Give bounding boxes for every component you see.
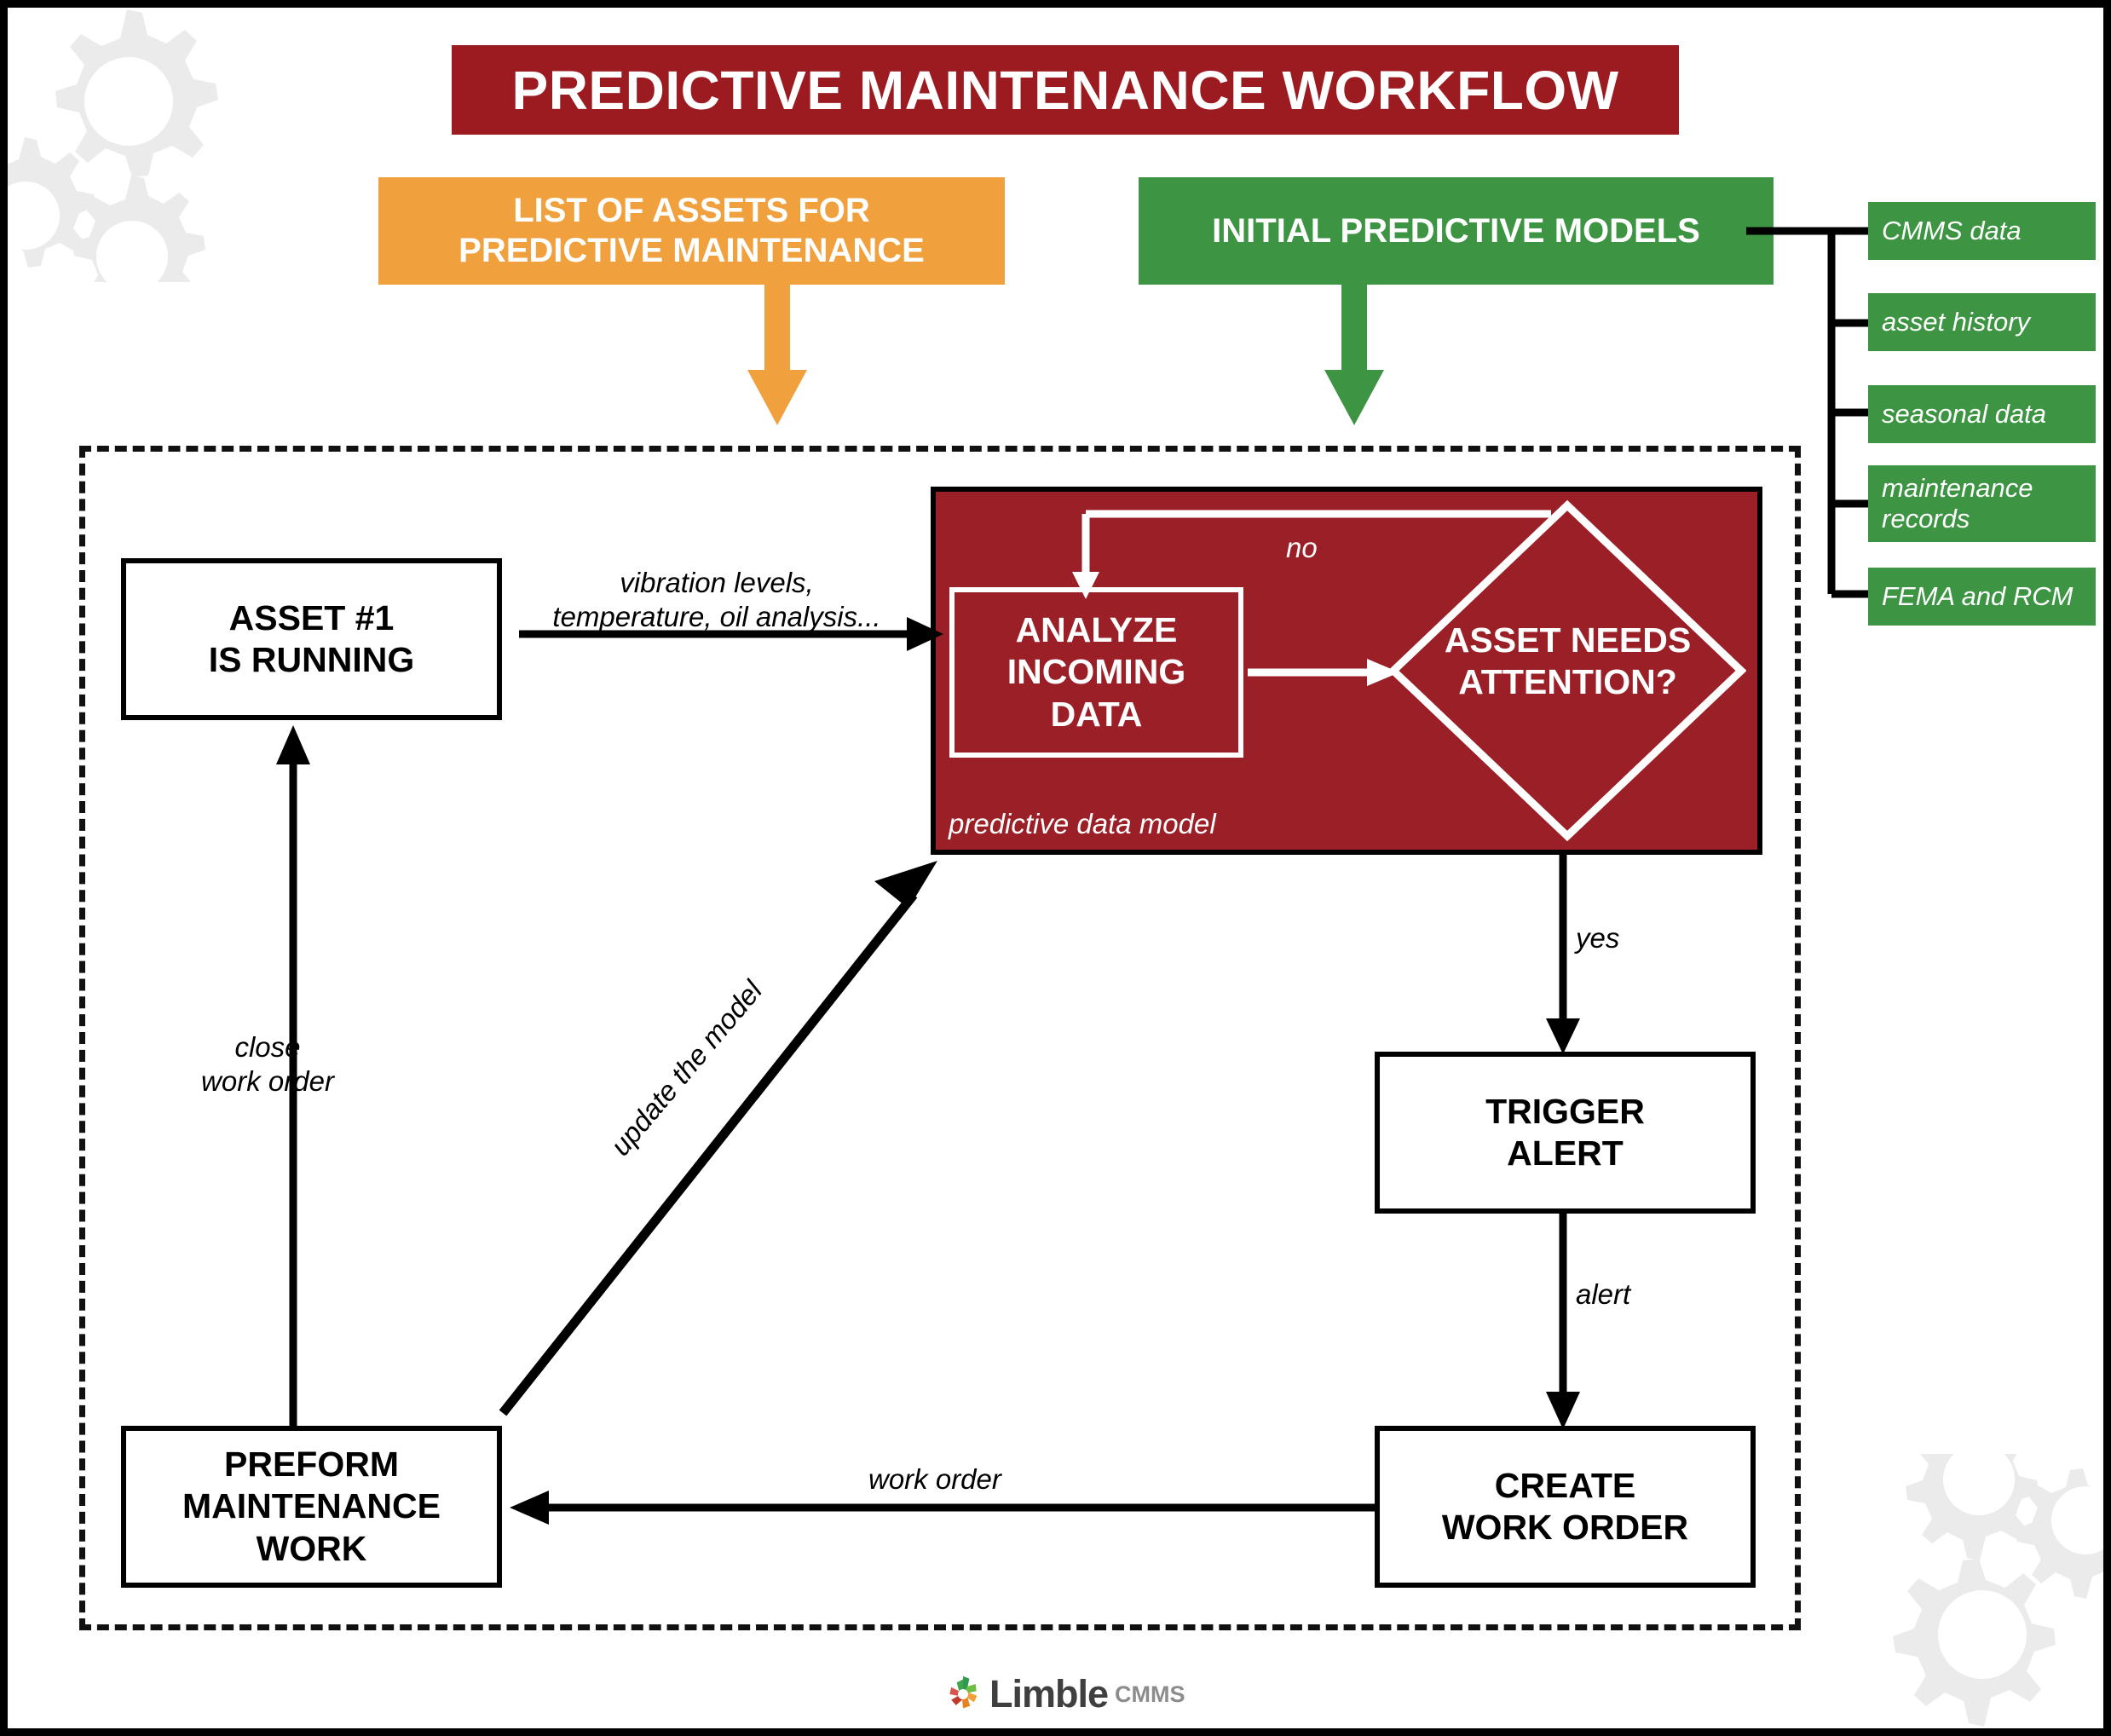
edge-label-sensor-data: vibration levels, temperature, oil analy… (552, 567, 881, 632)
models-down-arrow-icon (1324, 285, 1384, 425)
data-source-label: asset history (1882, 307, 2031, 337)
data-source-box[interactable]: maintenance records (1868, 465, 2096, 542)
data-source-label: maintenance records (1882, 473, 2033, 533)
predictive-models-label: INITIAL PREDICTIVE MODELS (1212, 211, 1700, 250)
update-model-arrow-icon (499, 861, 937, 1416)
assets-list-label: LIST OF ASSETS FOR PREDICTIVE MAINTENANC… (459, 191, 925, 269)
gear-watermark-bottom-right (1893, 1454, 2103, 1727)
data-source-box[interactable]: asset history (1868, 293, 2096, 351)
node-trigger-alert-label: TRIGGER ALERT (1485, 1091, 1645, 1173)
edge-label-alert: alert (1576, 1278, 1631, 1310)
data-source-label: FEMA and RCM (1882, 581, 2074, 612)
decision-diamond-shape (1388, 500, 1746, 841)
limble-logo: Limble CMMS (943, 1672, 1185, 1716)
data-source-box[interactable]: seasonal data (1868, 385, 2096, 443)
page-title-banner: PREDICTIVE MAINTENANCE WORKFLOW (452, 45, 1679, 135)
sensor-data-arrow-icon (519, 617, 943, 651)
assets-list-banner: LIST OF ASSETS FOR PREDICTIVE MAINTENANC… (378, 177, 1005, 285)
yes-arrow-icon (1546, 851, 1580, 1054)
node-preform-maintenance-work-label: PREFORM MAINTENANCE WORK (182, 1445, 441, 1568)
limble-wordmark: Limble (989, 1672, 1109, 1716)
close-work-order-arrow-icon (276, 725, 310, 1431)
node-asset-running[interactable]: ASSET #1 IS RUNNING (121, 558, 502, 720)
edge-label-yes: yes (1576, 922, 1620, 954)
assets-down-arrow-icon (747, 285, 807, 425)
node-analyze-incoming-data-label: ANALYZE INCOMING DATA (1006, 610, 1186, 734)
data-source-label: seasonal data (1882, 399, 2047, 430)
edge-label-work-order: work order (868, 1463, 1001, 1495)
work-order-arrow-icon (510, 1491, 1380, 1525)
limble-gear-icon (949, 1675, 978, 1709)
node-preform-maintenance-work[interactable]: PREFORM MAINTENANCE WORK (121, 1426, 502, 1588)
node-create-work-order-label: CREATE WORK ORDER (1441, 1465, 1689, 1547)
data-sources-connector (1746, 227, 1868, 598)
workflow-boundary (79, 446, 1801, 1630)
node-create-work-order[interactable]: CREATE WORK ORDER (1375, 1426, 1756, 1588)
data-source-box[interactable]: CMMS data (1868, 202, 2096, 260)
no-loop-arrow-icon (1072, 510, 1551, 599)
alert-arrow-icon (1546, 1209, 1580, 1429)
limble-cmms-suffix: CMMS (1115, 1681, 1185, 1707)
page-title: PREDICTIVE MAINTENANCE WORKFLOW (511, 59, 1619, 121)
node-analyze-incoming-data[interactable]: ANALYZE INCOMING DATA (949, 587, 1243, 758)
node-trigger-alert[interactable]: TRIGGER ALERT (1375, 1052, 1756, 1214)
data-source-box[interactable]: FEMA and RCM (1868, 568, 2096, 626)
edge-label-close-work-order: close work order (201, 1031, 334, 1097)
predictive-models-banner: INITIAL PREDICTIVE MODELS (1139, 177, 1774, 285)
node-asset-running-label: ASSET #1 IS RUNNING (208, 597, 415, 679)
edge-label-no: no (1286, 532, 1318, 563)
analyze-to-decision-arrow-icon (1248, 659, 1399, 686)
predictive-model-caption: predictive data model (949, 808, 1216, 839)
data-source-label: CMMS data (1882, 216, 2022, 246)
gear-watermark-top-left (8, 9, 218, 282)
node-needs-attention-label: ASSET NEEDS ATTENTION? (1444, 620, 1692, 702)
